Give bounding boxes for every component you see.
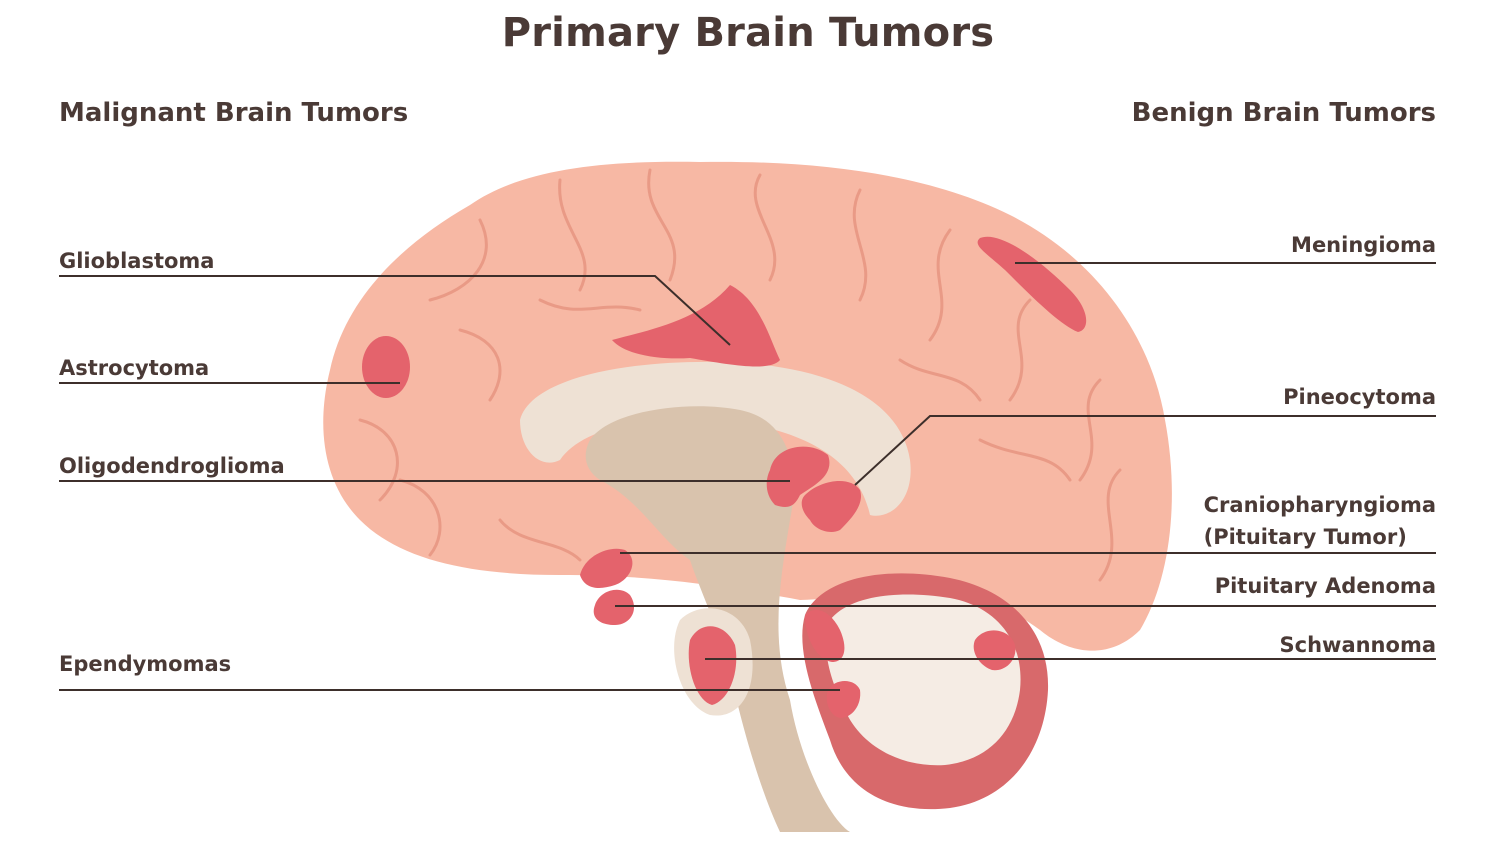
label-pituitary-adenoma: Pituitary Adenoma [1214, 574, 1436, 598]
schwannoma-tumor [973, 630, 1016, 671]
pineocytoma-tumor [801, 480, 861, 532]
benign-heading: Benign Brain Tumors [1131, 98, 1436, 128]
label-astrocytoma: Astrocytoma [59, 356, 210, 380]
meningioma-tumor [977, 236, 1087, 332]
page-title: Primary Brain Tumors [501, 10, 995, 56]
craniopharyngioma-name: Craniopharyngioma [1203, 493, 1436, 517]
label-oligodendroglioma: Oligodendroglioma [59, 454, 285, 478]
craniopharyngioma-tumor [580, 548, 633, 588]
astrocytoma-tumor [362, 336, 410, 398]
craniopharyngioma-subtitle: (Pituitary Tumor) [1203, 525, 1407, 549]
label-ependymomas: Ependymomas [59, 652, 232, 676]
label-glioblastoma: Glioblastoma [59, 249, 215, 273]
label-craniopharyngioma: Craniopharyngioma (Pituitary Tumor) [1204, 491, 1436, 551]
glioblastoma-leader [59, 275, 731, 346]
oligodendroglioma-tumor [766, 446, 830, 507]
cerebellum-white-matter [825, 594, 1021, 766]
ependymoma-tumor-1 [688, 626, 737, 705]
cerebellum-tumor [805, 610, 845, 662]
glioblastoma-tumor [612, 285, 780, 367]
corpus-callosum [520, 361, 911, 516]
label-pineocytoma: Pineocytoma [1283, 385, 1436, 409]
malignant-heading: Malignant Brain Tumors [59, 98, 409, 128]
pineocytoma-leader [854, 415, 1436, 486]
pituitary-adenoma-tumor [593, 589, 635, 625]
tumor-markers [362, 236, 1087, 718]
label-schwannoma: Schwannoma [1279, 633, 1436, 657]
leader-lines [59, 262, 1436, 691]
label-meningioma: Meningioma [1291, 233, 1436, 257]
